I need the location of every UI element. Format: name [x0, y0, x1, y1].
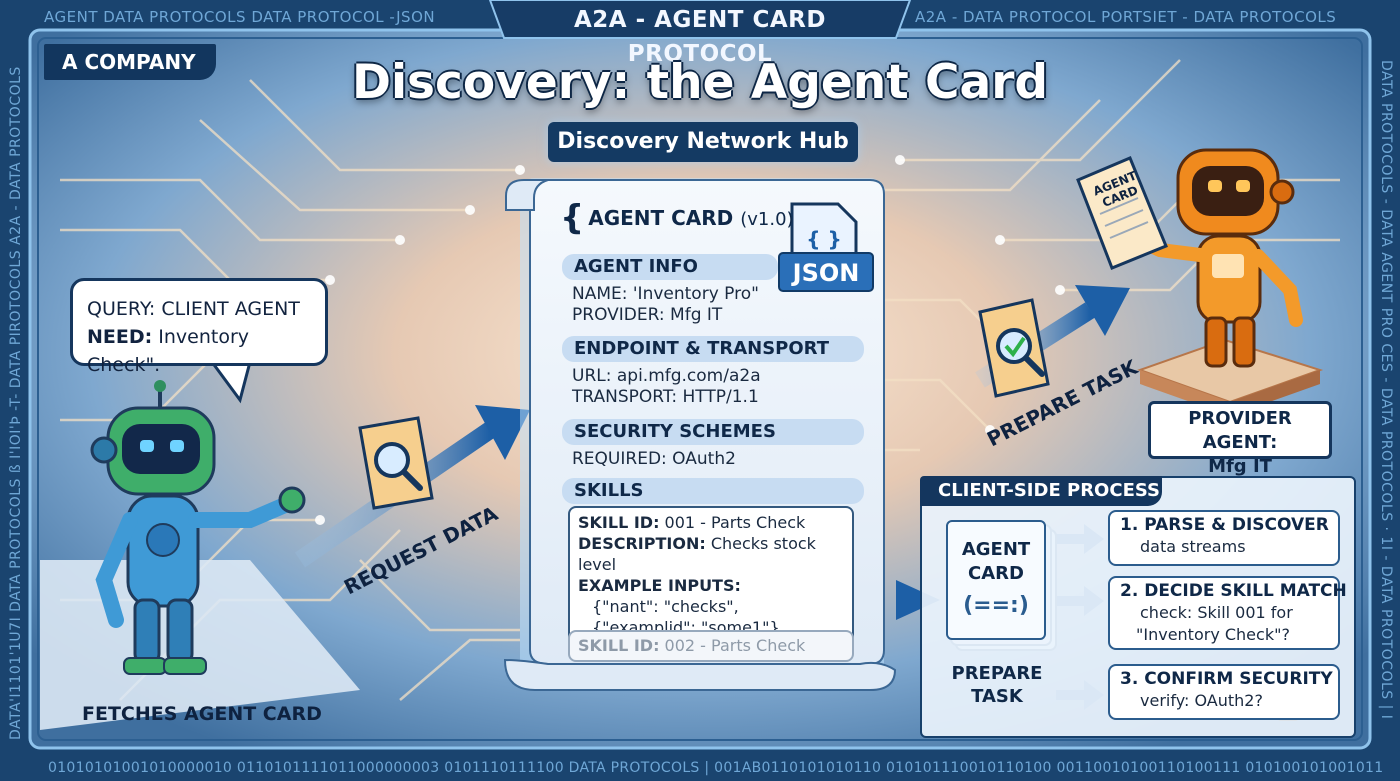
- skill2-id-label: SKILL ID:: [578, 636, 660, 655]
- agent-card-document-icon: [1076, 156, 1168, 270]
- hub-label: Discovery Network Hub: [548, 122, 858, 162]
- step-decide-skill-match: 2. DECIDE SKILL MATCH check: Skill 001 f…: [1108, 576, 1347, 650]
- step1-title: 1. PARSE & DISCOVER: [1120, 515, 1329, 535]
- bubble-line1: QUERY: CLIENT AGENT: [87, 298, 300, 320]
- provider-agent-label: PROVIDER AGENT: Mfg IT: [1148, 401, 1332, 477]
- skill-desc-label: DESCRIPTION:: [578, 534, 706, 553]
- svg-text:{ }: { }: [806, 227, 841, 251]
- skill-id-line: SKILL ID: 001 - Parts Check: [578, 512, 844, 533]
- page-title: Discovery: the Agent Card: [351, 55, 1049, 110]
- step2-desc2: "Inventory Check"?: [1136, 625, 1290, 644]
- client-robot-illustration: [90, 380, 306, 675]
- section-endpoint: ENDPOINT & TRANSPORT: [562, 336, 864, 362]
- main-banner: A2A - AGENT CARD PROTOCOL: [574, 7, 826, 67]
- bubble-line2: NEED: Inventory Check".: [87, 323, 311, 379]
- mini-agent-card: AGENT CARD (==:): [946, 520, 1046, 640]
- skill-inputs-label: EXAMPLE INPUTS:: [578, 576, 741, 595]
- step2-title: 2. DECIDE SKILL MATCH: [1120, 581, 1347, 601]
- section-agent-info: AGENT INFO: [562, 254, 778, 280]
- section-skills: SKILLS: [562, 478, 864, 504]
- skill-item-001: SKILL ID: 001 - Parts Check DESCRIPTION:…: [568, 506, 854, 644]
- frame-text-top-left: AGENT DATA PROTOCOLS DATA PROTOCOL -JSON: [44, 8, 436, 26]
- step-parse-discover: 1. PARSE & DISCOVER data streams: [1108, 510, 1340, 566]
- skill-item-002: SKILL ID: 002 - Parts Check: [568, 630, 854, 662]
- agent-card: {AGENT CARD (v1.0) JSON AGENT INFO NAME:…: [548, 190, 884, 662]
- provider-robot-illustration: [1131, 148, 1303, 368]
- step-confirm-security: 3. CONFIRM SECURITY verify: OAuth2?: [1108, 664, 1340, 720]
- frame-text-right: DATA PROTOCOLS - DATA AGENT PRO CES - DA…: [1378, 60, 1394, 720]
- mini-card-line2: CARD: [968, 563, 1024, 584]
- agent-card-header: {AGENT CARD (v1.0): [560, 198, 794, 238]
- client-platform: [40, 560, 360, 730]
- endpoint-url: URL: api.mfg.com/a2a: [572, 366, 761, 386]
- client-query-bubble: QUERY: CLIENT AGENT NEED: Inventory Chec…: [70, 278, 328, 376]
- security-required: REQUIRED: OAuth2: [572, 449, 736, 469]
- skill-inputs-line: EXAMPLE INPUTS:: [578, 575, 844, 596]
- skill-input-1: {"nant": "checks",: [592, 597, 739, 616]
- agent-name: NAME: 'Inventory Pro": [572, 284, 759, 304]
- fetches-label: FETCHES AGENT CARD: [82, 703, 322, 725]
- step1-desc: data streams: [1140, 537, 1246, 556]
- section-security: SECURITY SCHEMES: [562, 419, 864, 445]
- skill2-id-value: 002 - Parts Check: [659, 636, 806, 655]
- skill-desc-value: Checks stock level: [578, 534, 816, 574]
- json-badge: JSON: [778, 252, 874, 292]
- frame-text-left: DATA'I1101'1U7I DATA PROTOCOLS ß I'IOI'Þ…: [8, 66, 24, 740]
- provider-label-line2: Mfg IT: [1208, 456, 1272, 477]
- skill-id-value: 001 - Parts Check: [659, 513, 806, 532]
- step2-desc: check: Skill 001 for: [1140, 603, 1293, 622]
- prepare-task-small: PREPARE TASK: [946, 662, 1048, 708]
- prepare-small-line2: TASK: [971, 686, 1023, 707]
- step3-desc: verify: OAuth2?: [1140, 691, 1263, 710]
- bubble-need-value: Inventory Check".: [87, 326, 250, 376]
- provider-label-line1: PROVIDER AGENT:: [1188, 408, 1292, 453]
- prepare-small-line1: PREPARE: [951, 663, 1043, 684]
- client-side-process-tab: CLIENT-SIDE PROCESS: [920, 476, 1162, 506]
- company-tab: A COMPANY: [44, 44, 216, 80]
- brace-icon: {: [560, 198, 585, 238]
- json-file-icon: { }: [790, 202, 858, 268]
- check-document-icon: [978, 298, 1050, 398]
- step3-title: 3. CONFIRM SECURITY: [1120, 669, 1333, 689]
- bubble-need-label: NEED:: [87, 326, 153, 348]
- frame-text-top-right: A2A - DATA PROTOCOL PORTSIET - DATA PROT…: [915, 8, 1337, 26]
- endpoint-transport: TRANSPORT: HTTP/1.1: [572, 387, 759, 407]
- agent-provider: PROVIDER: Mfg IT: [572, 305, 723, 325]
- agent-card-title: AGENT CARD: [588, 206, 734, 230]
- magnifier-document-icon: [358, 416, 434, 510]
- mini-card-code: (==:): [963, 593, 1029, 618]
- skill-id-label: SKILL ID:: [578, 513, 660, 532]
- mini-card-line1: AGENT: [961, 539, 1031, 560]
- agent-card-version: (v1.0): [740, 209, 794, 230]
- frame-text-bottom: 01010101001010000010 0110101111011000000…: [48, 760, 1384, 776]
- skill-desc-line: DESCRIPTION: Checks stock level: [578, 533, 844, 575]
